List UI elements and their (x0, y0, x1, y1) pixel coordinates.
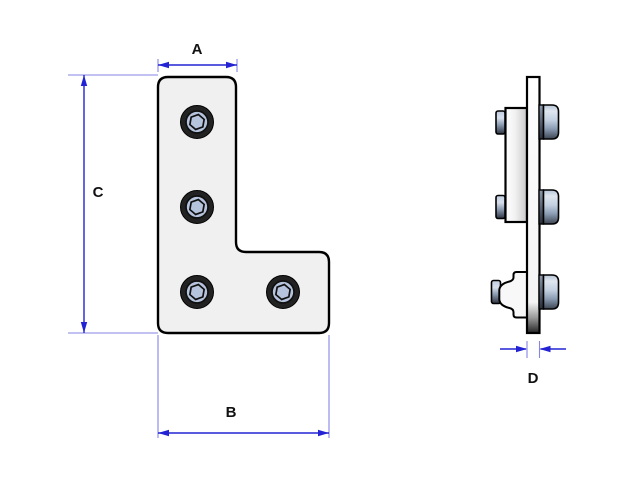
arrowhead-left-icon (158, 429, 169, 437)
dimension-c-arrows (80, 75, 88, 333)
bolt-head-bottom (538, 274, 560, 310)
dimension-b-arrows (158, 429, 329, 437)
dimension-b: B (157, 335, 330, 438)
side-view (490, 75, 560, 335)
dimension-a: A (157, 41, 238, 72)
bracket-plate (156, 75, 331, 335)
arrowhead-right-icon (226, 61, 237, 69)
dimension-a-arrows (158, 61, 237, 69)
bolt-middle (180, 190, 214, 224)
arrowhead-left-icon (158, 61, 169, 69)
arrowhead-down-icon (80, 322, 88, 333)
extension-lines (68, 74, 158, 334)
bolt-head-middle (538, 189, 560, 225)
bolt-bottom-left (180, 275, 214, 309)
dimension-c: C (68, 74, 158, 334)
dimension-a-label: A (192, 41, 203, 58)
hex-socket-icon (274, 283, 292, 301)
arrowhead-right-icon (318, 429, 329, 437)
dimension-d-arrows (516, 345, 551, 353)
screw-end-middle (495, 194, 506, 220)
extension-ticks (526, 341, 541, 358)
t-slot-nut (498, 271, 528, 319)
arrowhead-up-icon (80, 75, 88, 86)
bolt-top (180, 105, 214, 139)
extension-lines (157, 335, 330, 438)
front-view (156, 75, 331, 335)
screw-end-top (495, 110, 506, 135)
bolt-head (542, 189, 560, 225)
dimension-c-label: C (93, 184, 104, 201)
dimension-b-label: B (226, 404, 237, 421)
hex-socket-icon (188, 198, 206, 216)
arrowhead-right-icon (516, 345, 527, 353)
bolt-head (542, 274, 560, 310)
dimension-d-label: D (528, 370, 539, 387)
plate-edge (525, 75, 541, 335)
dimension-d: D (500, 341, 566, 387)
hex-socket-icon (188, 113, 206, 131)
hex-socket-icon (188, 283, 206, 301)
bolt-head-top (538, 104, 560, 140)
bolt-bottom-right (266, 275, 300, 309)
bolt-head (542, 104, 560, 140)
arrowhead-left-icon (539, 345, 551, 353)
spacer-block (504, 106, 529, 224)
